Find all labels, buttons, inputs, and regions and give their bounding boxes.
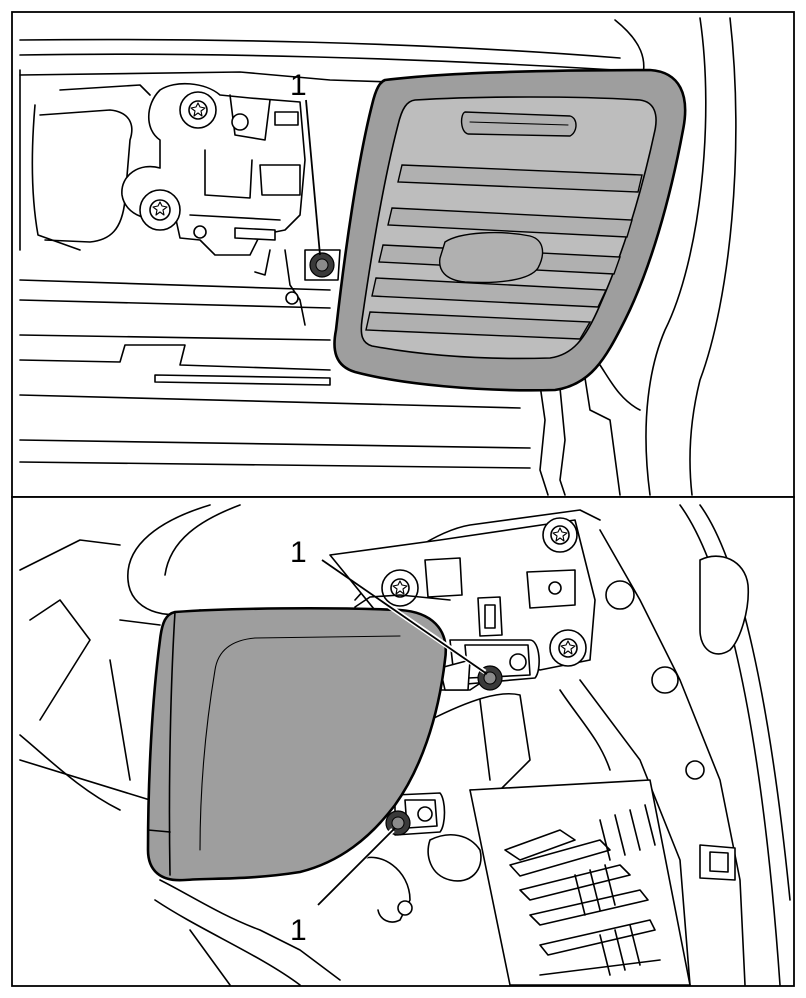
torx-bolt-icon xyxy=(549,629,587,667)
callout-bottom-upper-1: 1 xyxy=(290,536,488,675)
panel-bottom: 1 1 xyxy=(11,496,795,987)
air-vent xyxy=(333,68,687,392)
upper-clip xyxy=(439,639,540,691)
callout-leader-line xyxy=(317,827,396,906)
lower-clip xyxy=(385,792,446,836)
vehicle-structure-background xyxy=(19,504,791,986)
dashboard-background xyxy=(19,17,737,496)
hole-icon xyxy=(651,666,679,694)
hole-icon xyxy=(605,580,635,610)
callout-label: 1 xyxy=(290,914,307,947)
torx-bolt-icon xyxy=(542,517,578,553)
mounting-bracket xyxy=(121,82,306,326)
callout-bottom-lower-1: 1 xyxy=(290,827,396,947)
callout-leader-line xyxy=(305,99,321,256)
torx-bolt-icon xyxy=(139,189,181,231)
trim-panel xyxy=(146,594,451,882)
callout-label: 1 xyxy=(290,536,307,569)
torx-bolt-icon xyxy=(381,569,419,607)
callout-top-1: 1 xyxy=(290,69,321,256)
vent-adjuster-knob xyxy=(438,231,544,284)
callout-leader-line xyxy=(321,559,488,675)
panel-top: 1 xyxy=(11,11,795,498)
hole-icon xyxy=(685,760,705,780)
fuse-box xyxy=(469,779,691,986)
callout-label: 1 xyxy=(290,69,307,102)
fastener-icon xyxy=(304,249,341,281)
torx-bolt-icon xyxy=(179,91,217,129)
